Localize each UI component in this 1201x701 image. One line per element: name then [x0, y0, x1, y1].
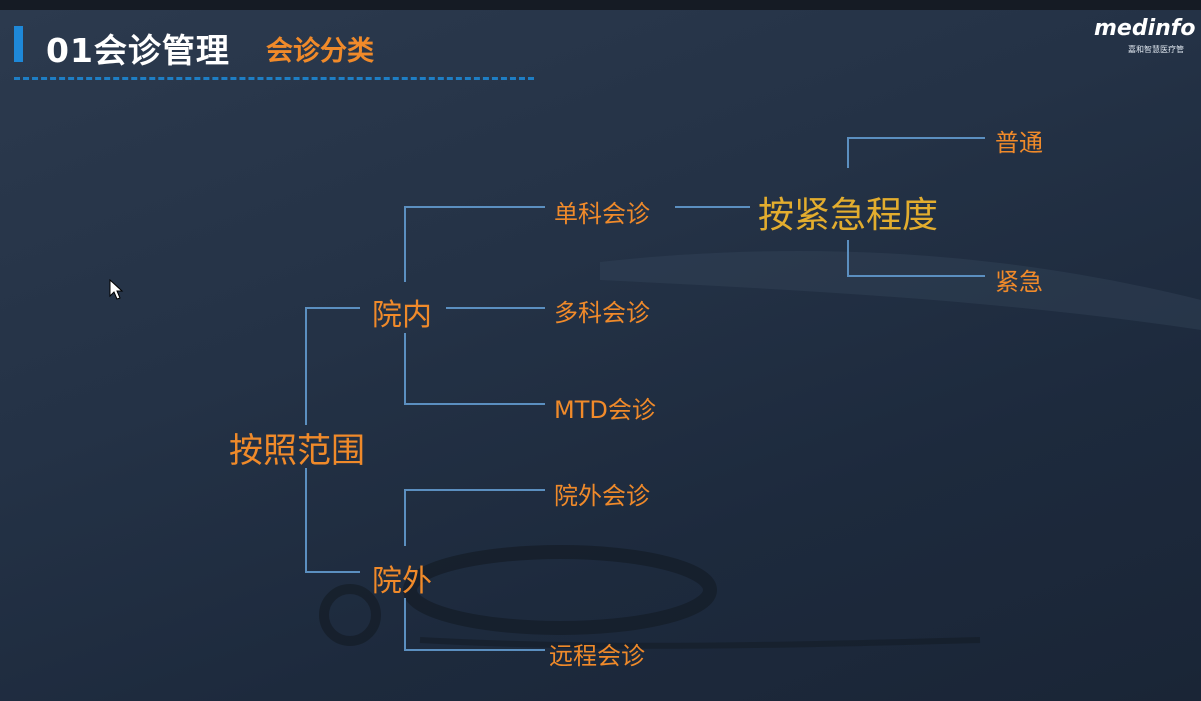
connector-outer-remote	[404, 598, 545, 651]
node-inside-hospital: 院内	[372, 298, 432, 333]
node-remote-consult: 远程会诊	[549, 642, 645, 670]
connector-urgency-normal	[847, 137, 985, 168]
connector-root-inner	[305, 307, 360, 425]
node-multi-dept-consult: 多科会诊	[554, 299, 650, 327]
node-mtd-consult: MTD会诊	[554, 396, 656, 424]
node-outside-consult: 院外会诊	[554, 482, 650, 510]
node-urgent: 紧急	[995, 268, 1043, 296]
connector-outer-outside	[404, 489, 545, 546]
page-title: 01会诊管理	[46, 31, 230, 70]
node-outside-hospital: 院外	[372, 564, 432, 599]
title-accent-bar	[14, 26, 23, 62]
window-top-bar	[0, 0, 1201, 10]
title-divider	[14, 77, 534, 80]
node-single-dept-consult: 单科会诊	[554, 200, 650, 228]
mouse-pointer-icon	[109, 279, 124, 300]
company-logo: medinfo	[1094, 16, 1196, 41]
company-logo-subtext: 嘉和智慧医疗管	[1128, 45, 1184, 54]
node-normal: 普通	[995, 129, 1043, 157]
node-by-scope: 按照范围	[229, 431, 365, 471]
connector-urgency-urgent	[847, 240, 985, 277]
connector-inner-single	[404, 206, 545, 282]
connector-inner-mtd	[404, 333, 545, 405]
connector-root-outer	[305, 468, 360, 573]
page-subtitle: 会诊分类	[266, 36, 374, 67]
node-by-urgency: 按紧急程度	[758, 195, 939, 236]
